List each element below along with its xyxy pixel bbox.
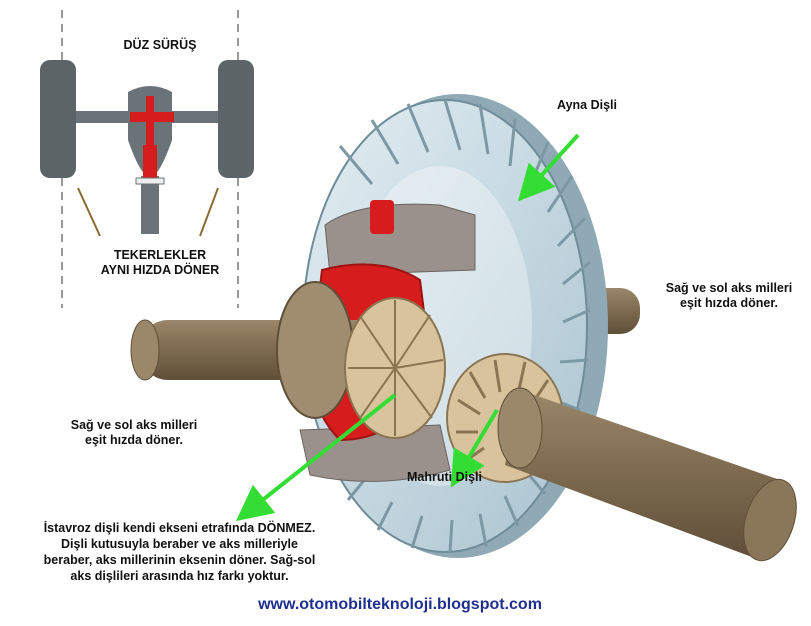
spider-line-1: İstavroz dişli kendi ekseni etrafında DÖ…: [43, 521, 316, 535]
right-axle-line-2: eşit hızda döner.: [680, 296, 778, 310]
right-axle-label: Sağ ve sol aks milleri eşit hızda döner.: [654, 281, 804, 311]
arrow-pinion-gear: [450, 408, 499, 488]
left-axle-end: [130, 319, 160, 381]
left-side-gear: [344, 297, 446, 439]
left-axle-line-2: eşit hızda döner.: [85, 433, 183, 447]
spider-gear-explanation: İstavroz dişli kendi ekseni etrafında DÖ…: [12, 520, 347, 584]
inset-pinion-shaft: [143, 145, 157, 181]
wheels-same-speed-label: TEKERLEKLER AYNI HIZDA DÖNER: [60, 248, 260, 278]
ring-gear-tooth-lines: [338, 99, 591, 553]
right-axle-shaft: [505, 390, 780, 560]
arrow-spider-gear: [235, 393, 397, 522]
spider-line-4: aks dişlileri arasında hız farkı yoktur.: [70, 569, 289, 583]
left-axle-line-1: Sağ ve sol aks milleri: [70, 418, 198, 432]
inset-spider-horizontal: [130, 112, 174, 122]
straight-driving-title: DÜZ SÜRÜŞ: [123, 38, 197, 52]
inset-pointer-left: [77, 187, 101, 237]
right-axle-line-1: Sağ ve sol aks milleri: [665, 281, 793, 295]
left-side-flange: [276, 281, 354, 419]
right-tire: [218, 60, 254, 178]
inset-pointer-right: [199, 187, 219, 237]
arrow-ring-gear: [517, 133, 580, 202]
spider-line-2: Dişli kutusuyla beraber ve aks milleriyl…: [61, 537, 298, 551]
left-axle-label: Sağ ve sol aks milleri eşit hızda döner.: [54, 418, 214, 448]
left-tire: [40, 60, 76, 178]
inset-ujoint: [135, 177, 165, 185]
ring-gear-label: Ayna Dişli: [557, 98, 617, 112]
inset-driveshaft: [141, 176, 159, 234]
straight-driving-inset: [40, 10, 254, 308]
right-axle-collar: [497, 387, 543, 469]
pinion-gear-label: Mahruti Dişli: [407, 470, 483, 484]
website-link[interactable]: www.otomobilteknoloji.blogspot.com: [258, 596, 542, 613]
spider-pin-top: [370, 200, 394, 234]
wheels-line-2: AYNI HIZDA DÖNER: [100, 263, 220, 277]
spider-line-3: beraber, aks millerinin eksenin döner. S…: [43, 553, 316, 567]
right-axle-end: [743, 478, 797, 562]
wheels-line-1: TEKERLEKLER: [113, 248, 207, 262]
left-side-gear-teeth: [348, 300, 444, 436]
